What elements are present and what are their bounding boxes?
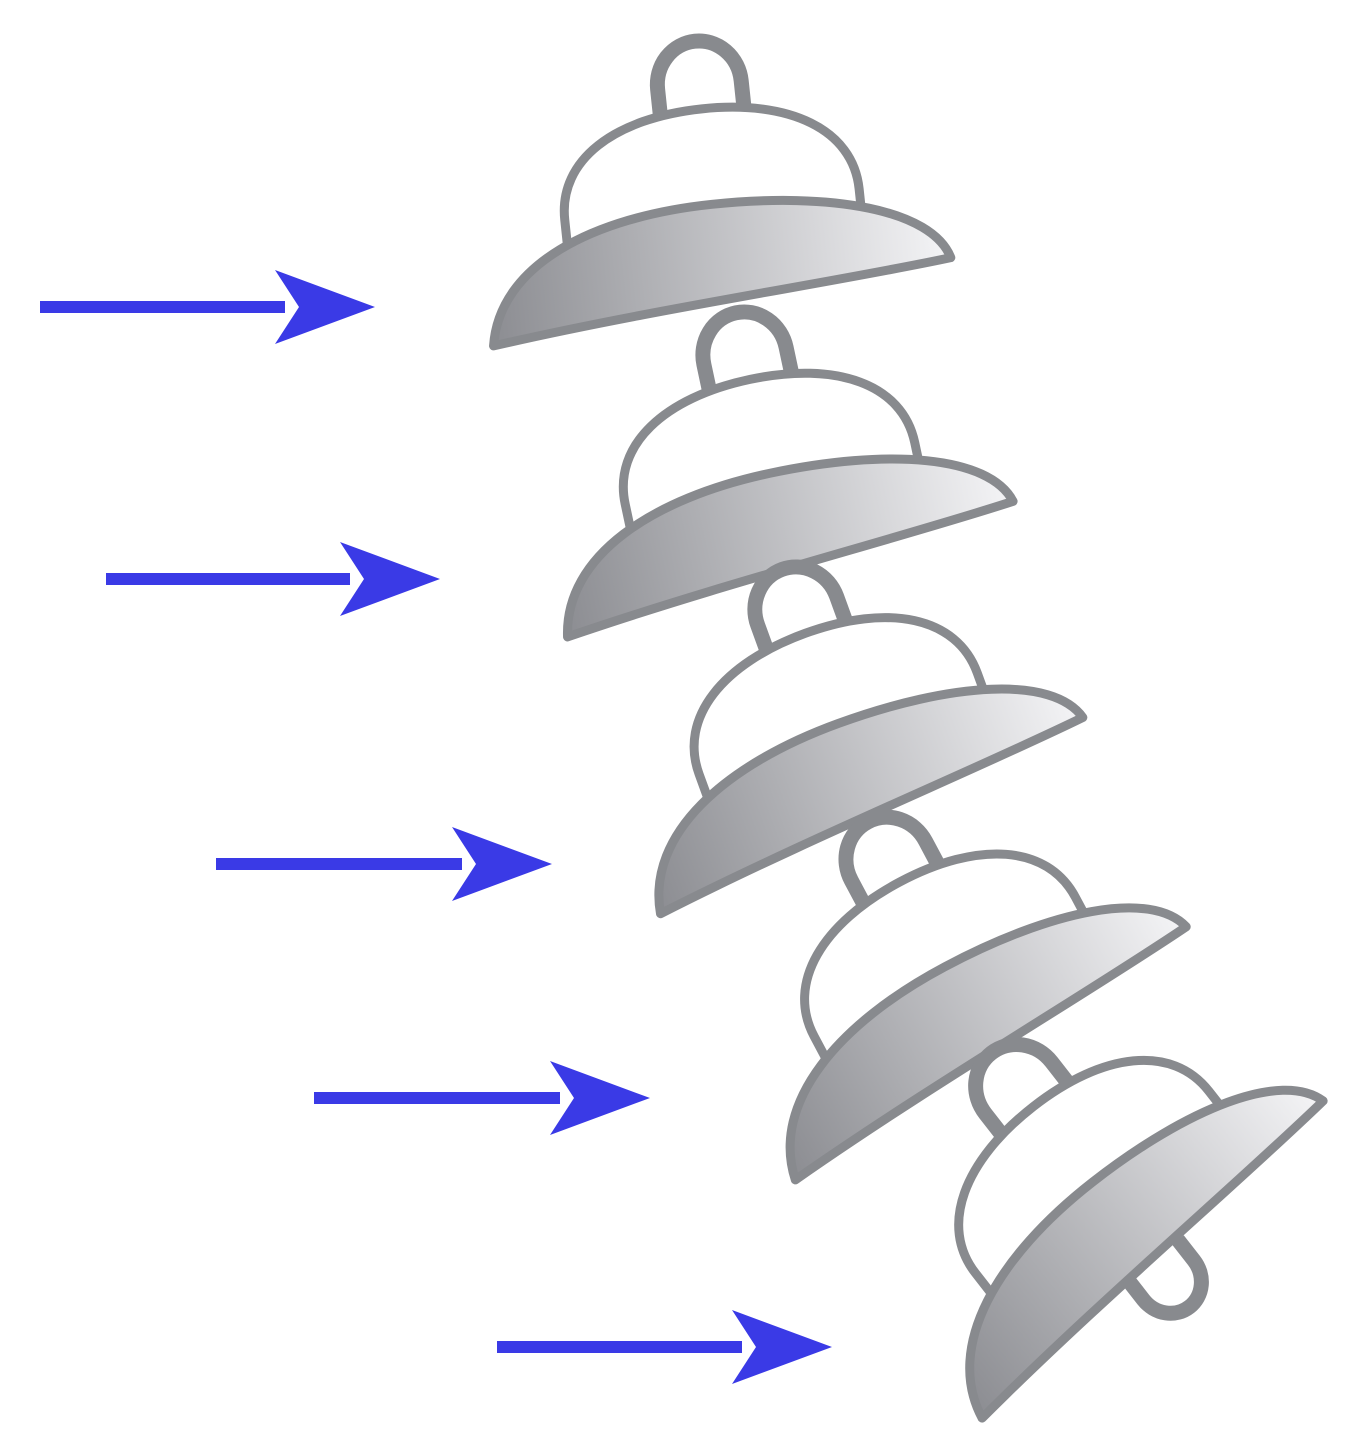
arrow-head (340, 542, 440, 616)
hook-loop (747, 559, 853, 653)
disc-insulator-icon (954, 1037, 1328, 1423)
right-arrow-icon (314, 1061, 650, 1135)
insulator-disc (489, 195, 956, 351)
arrow-group (40, 270, 832, 1384)
arrow-head (732, 1310, 832, 1384)
disc-insulator-icon (563, 304, 1018, 642)
arrow-head (452, 827, 552, 901)
insulator-disc (965, 1085, 1328, 1423)
arrow-head (550, 1061, 650, 1135)
hook-loop (968, 1037, 1074, 1139)
right-arrow-icon (497, 1310, 832, 1384)
arrow-head (275, 270, 375, 344)
hook-loop (695, 304, 799, 392)
right-arrow-icon (40, 270, 375, 344)
insulator-string (489, 33, 1328, 1423)
disc-insulator-icon (489, 33, 956, 351)
right-arrow-icon (216, 827, 552, 901)
disc-insulator-icon (785, 809, 1191, 1185)
bottom-pin-loop-icon (1121, 1235, 1209, 1321)
disc-insulator-icon (654, 559, 1088, 919)
hook-loop (649, 33, 752, 117)
right-arrow-icon (106, 542, 440, 616)
hook-loop (838, 809, 945, 908)
